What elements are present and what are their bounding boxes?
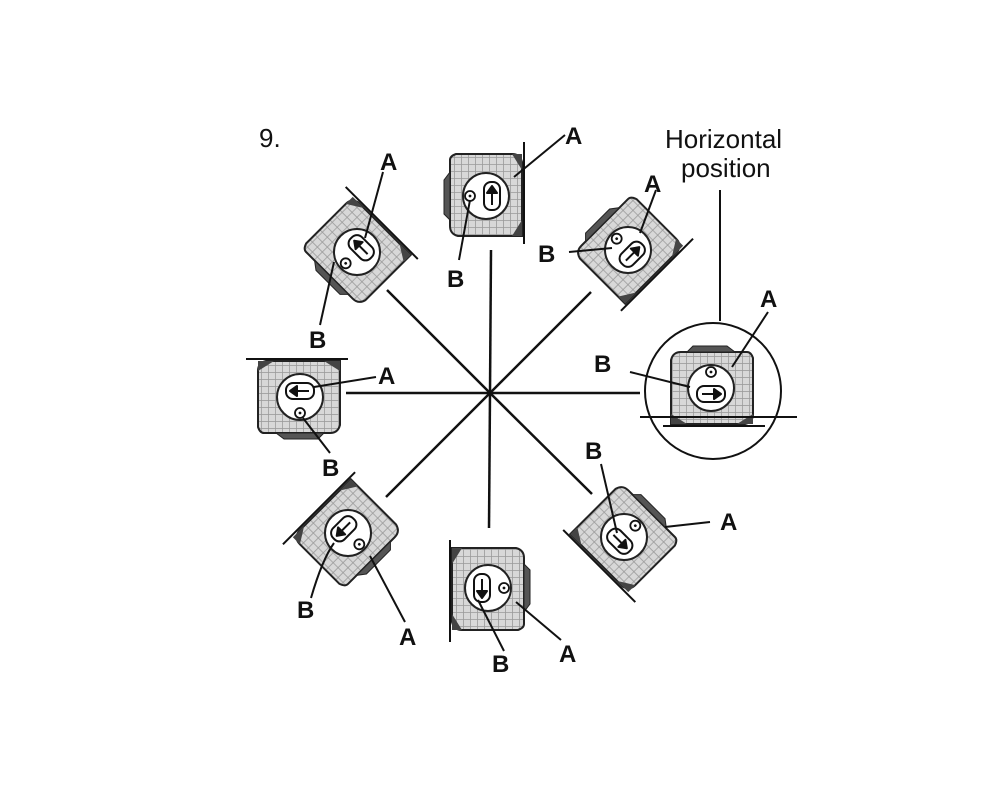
unit-top-left: [288, 185, 419, 317]
mounted-sensor-unit-icon: [288, 185, 419, 317]
unit-top-right: [563, 181, 695, 312]
label-b-left: B: [322, 455, 339, 482]
label-a-bottom-left: A: [399, 624, 416, 651]
mounted-sensor-unit-icon: [245, 358, 349, 440]
label-b-bottom-right: B: [585, 438, 602, 465]
mounted-sensor-unit-icon: [662, 345, 766, 427]
mounted-sensor-unit-icon: [443, 141, 525, 245]
callout-leaders: [302, 134, 769, 652]
label-a-bottom-right: A: [720, 509, 737, 536]
step-number: 9.: [259, 123, 281, 153]
caption-line-2: position: [681, 153, 771, 183]
label-a-left: A: [378, 363, 395, 390]
unit-top: [443, 141, 525, 245]
mounted-sensor-unit-icon: [449, 539, 531, 643]
caption-line-1: Horizontal: [665, 124, 782, 154]
label-b-horizontal: B: [594, 351, 611, 378]
label-a-bottom: A: [559, 641, 576, 668]
label-b-top-left: B: [309, 327, 326, 354]
orientation-spokes: [346, 249, 640, 529]
label-b-bottom-left: B: [297, 597, 314, 624]
label-a-horizontal: A: [760, 286, 777, 313]
mounted-sensor-unit-icon: [562, 472, 693, 604]
horizontal-position-highlight: [644, 322, 782, 460]
label-a-top-left: A: [380, 149, 397, 176]
unit-left: [245, 358, 349, 440]
label-b-bottom: B: [492, 651, 509, 678]
unit-bottom: [449, 539, 531, 643]
unit-bottom-right: [562, 472, 693, 604]
label-a-top-right: A: [644, 171, 661, 198]
label-a-top: A: [565, 123, 582, 150]
label-b-top-right: B: [538, 241, 555, 268]
mounted-sensor-unit-icon: [563, 181, 695, 312]
unit-right-horizontal: [662, 345, 766, 427]
label-b-top: B: [447, 266, 464, 293]
callout-labels: A B A B A B A B A B A B A B A B: [297, 123, 777, 678]
